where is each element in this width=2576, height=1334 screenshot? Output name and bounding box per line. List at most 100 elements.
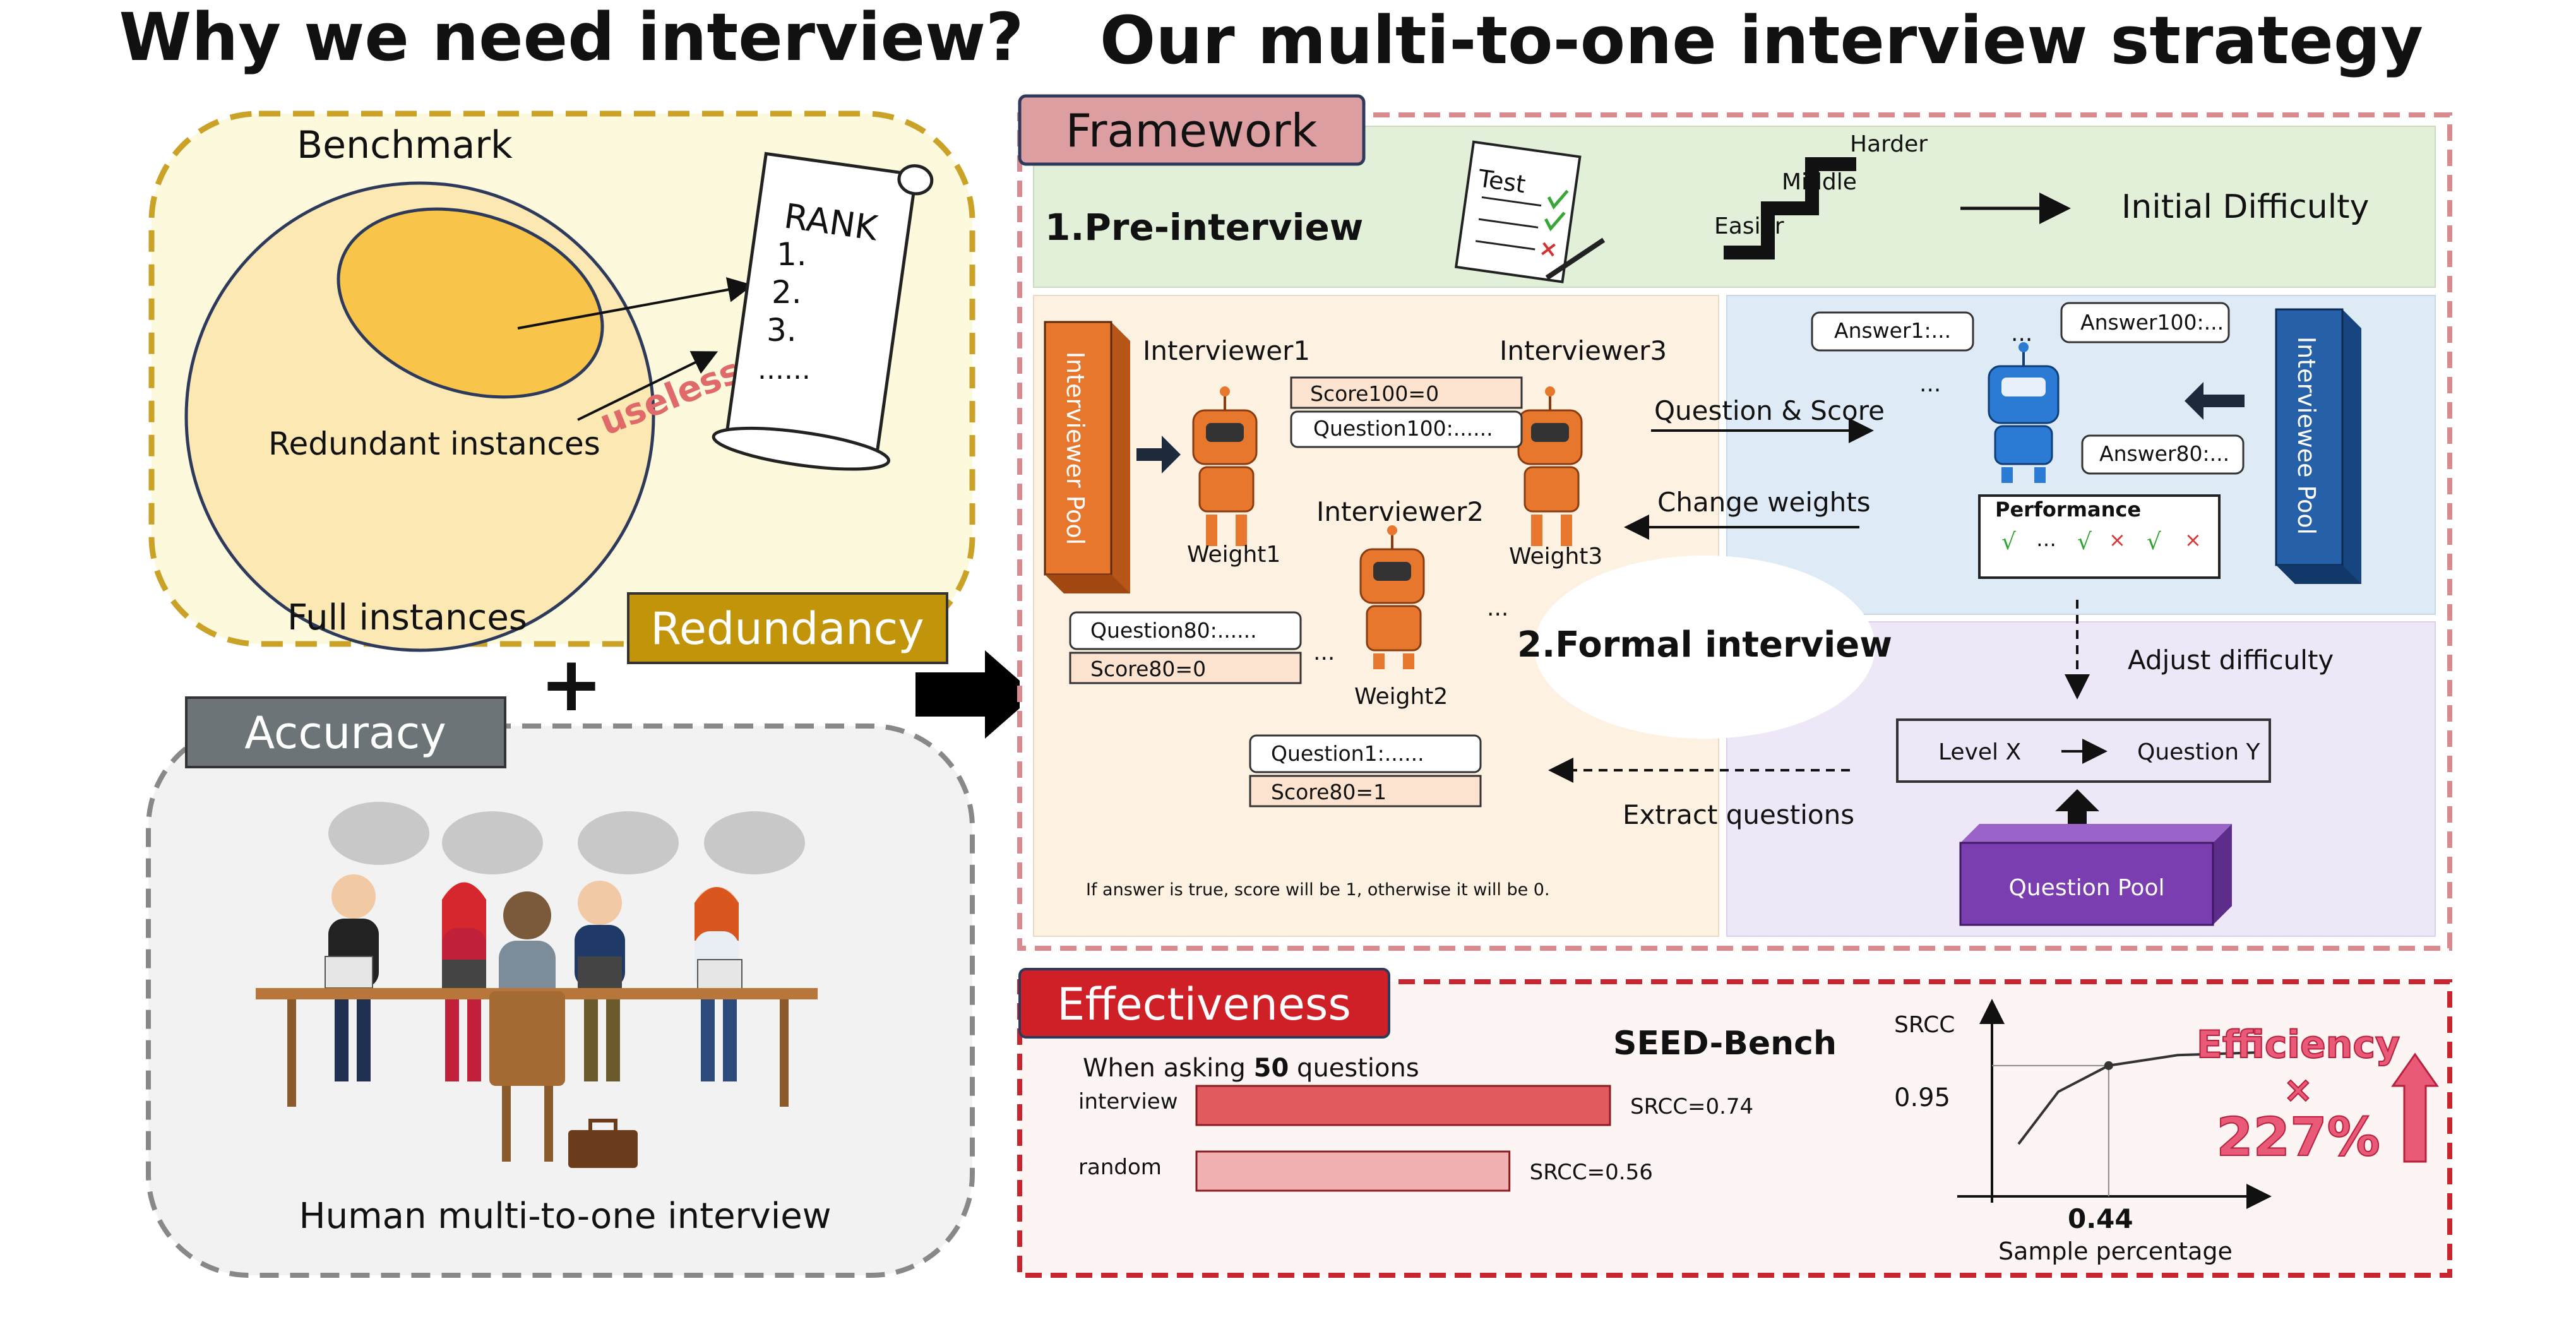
question100-text: Question100:...... <box>1313 416 1493 441</box>
bar-interview <box>1195 1085 1611 1126</box>
question-score-label: Question & Score <box>1654 395 1885 426</box>
rank-item-1: 1. <box>777 236 807 273</box>
question-pool-label: Question Pool <box>2009 875 2165 901</box>
interviewer-1-name: Interviewer1 <box>1143 335 1310 366</box>
question1-text: Question1:...... <box>1271 741 1424 766</box>
performance-label: Performance <box>1995 497 2141 521</box>
efficiency-times: × <box>2284 1069 2313 1111</box>
bar-category-label: random <box>1078 1155 1162 1180</box>
answers-ellipsis-2: ... <box>2011 321 2032 347</box>
level-label: Level X <box>1938 739 2021 765</box>
line-chart-ylabel: SRCC <box>1894 1012 1955 1038</box>
full-instances-label: Full instances <box>287 597 527 638</box>
performance-mark-0: √ <box>2001 529 2016 555</box>
answer1-bubble <box>1811 311 1974 352</box>
redundancy-tag-label: Redundancy <box>650 603 924 655</box>
score80-1-box <box>1249 775 1482 807</box>
answer80-bubble <box>2081 434 2245 475</box>
score80-0-box <box>1069 652 1302 684</box>
question80-bubble <box>1069 611 1302 650</box>
redundant-instances-ellipse <box>337 207 604 399</box>
redundancy-tag <box>627 592 948 664</box>
interviewer-3-robot <box>1517 386 1583 546</box>
effectiveness-tag <box>1018 968 1390 1039</box>
level-question-box <box>1896 718 2271 783</box>
accuracy-tag <box>185 696 506 768</box>
efficiency-label: Efficiency <box>2197 1023 2400 1067</box>
formal-interview-label: 2.Formal interview <box>1517 624 1892 665</box>
extract-questions-label: Extract questions <box>1623 799 1854 830</box>
score-note: If answer is true, score will be 1, othe… <box>1086 880 1550 900</box>
interviewer-1-robot <box>1192 386 1258 546</box>
answers-ellipsis-1: ... <box>1919 371 1941 397</box>
score100-text: Score100=0 <box>1310 381 1439 406</box>
bubbles-ellipsis: ... <box>1313 640 1335 665</box>
left-title: Why we need interview? <box>119 0 1024 76</box>
accuracy-tag-label: Accuracy <box>244 707 446 759</box>
useless-arrow <box>577 351 719 421</box>
answer100-bubble <box>2060 302 2230 343</box>
interviewer-1-weight: Weight1 <box>1187 542 1280 568</box>
right-title: Our multi-to-one interview strategy <box>1100 2 2423 79</box>
asking-text: When asking 50 questions <box>1083 1054 1419 1083</box>
question100-bubble <box>1290 410 1523 448</box>
human-interview-illustration <box>256 802 818 1168</box>
line-chart-highlight-point <box>2104 1061 2113 1070</box>
formal-interview-ellipse <box>1534 556 1875 739</box>
interviewee-pool-box <box>2275 308 2361 584</box>
difficulty-stairs <box>1724 157 1856 259</box>
effectiveness-tag-label: Effectiveness <box>1057 979 1351 1030</box>
test-paper-icon <box>1454 140 1582 283</box>
stair-middle: Middle <box>1782 169 1857 195</box>
line-chart: SRCC Sample percentage 0.95 0.44 <box>1894 999 2272 1265</box>
human-caption: Human multi-to-one interview <box>299 1196 831 1237</box>
change-weights-label: Change weights <box>1657 487 1871 518</box>
rank-item-2: 2. <box>772 274 802 311</box>
performance-mark-3: × <box>2109 528 2126 552</box>
question-pool-box <box>1959 824 2232 926</box>
performance-mark-2: √ <box>2077 529 2092 555</box>
bar-value-label: SRCC=0.56 <box>1530 1160 1653 1185</box>
performance-mark-1: … <box>2036 527 2056 551</box>
line-chart-y-tick: 0.95 <box>1894 1083 1950 1112</box>
pre-interview-label: 1.Pre-interview <box>1045 206 1363 249</box>
redundant-label: Redundant instances <box>268 426 600 462</box>
question-pool-up-arrow <box>2055 789 2099 837</box>
question1-bubble <box>1249 734 1482 773</box>
interviewer-3-name: Interviewer3 <box>1500 335 1667 366</box>
interviewer-3-weight: Weight3 <box>1509 544 1602 569</box>
rank-item-more: ...... <box>758 354 811 386</box>
performance-mark-5: × <box>2185 528 2202 552</box>
answer1-text: Answer1:... <box>1834 318 1951 343</box>
plus-sign: + <box>540 641 604 729</box>
rank-scroll <box>712 152 934 471</box>
stair-harder: Harder <box>1850 131 1928 157</box>
score100-box <box>1290 376 1523 409</box>
interviewer-pool-box <box>1044 321 1130 593</box>
stair-easier: Easier <box>1714 213 1784 239</box>
bar-value-label: SRCC=0.74 <box>1630 1094 1753 1119</box>
performance-box <box>1978 494 2221 579</box>
answer80-text: Answer80:... <box>2099 441 2229 466</box>
line-chart-x-tick: 0.44 <box>2068 1203 2133 1234</box>
performance-mark-4: √ <box>2147 529 2161 555</box>
interviewers-ellipsis: ... <box>1487 595 1508 621</box>
efficiency-value: 227% <box>2216 1106 2380 1168</box>
interviewee-robot <box>1988 342 2060 483</box>
line-chart-xlabel: Sample percentage <box>1998 1237 2233 1265</box>
pool-to-interviewee-arrow <box>2185 382 2245 420</box>
interviewer-pool-label: Interviewer Pool <box>1061 352 1089 545</box>
interviewer-2-robot <box>1359 525 1425 669</box>
redundant-to-rank-arrow <box>517 277 753 330</box>
bar-random <box>1195 1150 1511 1192</box>
seed-bench-title: SEED-Bench <box>1613 1025 1837 1063</box>
benchmark-label: Benchmark <box>297 123 513 167</box>
test-label: Test <box>1476 164 1527 198</box>
framework-tag <box>1018 94 1366 166</box>
interviewer-2-weight: Weight2 <box>1354 684 1448 710</box>
answer100-text: Answer100:... <box>2080 310 2224 335</box>
interviewer-2-name: Interviewer2 <box>1316 496 1484 527</box>
